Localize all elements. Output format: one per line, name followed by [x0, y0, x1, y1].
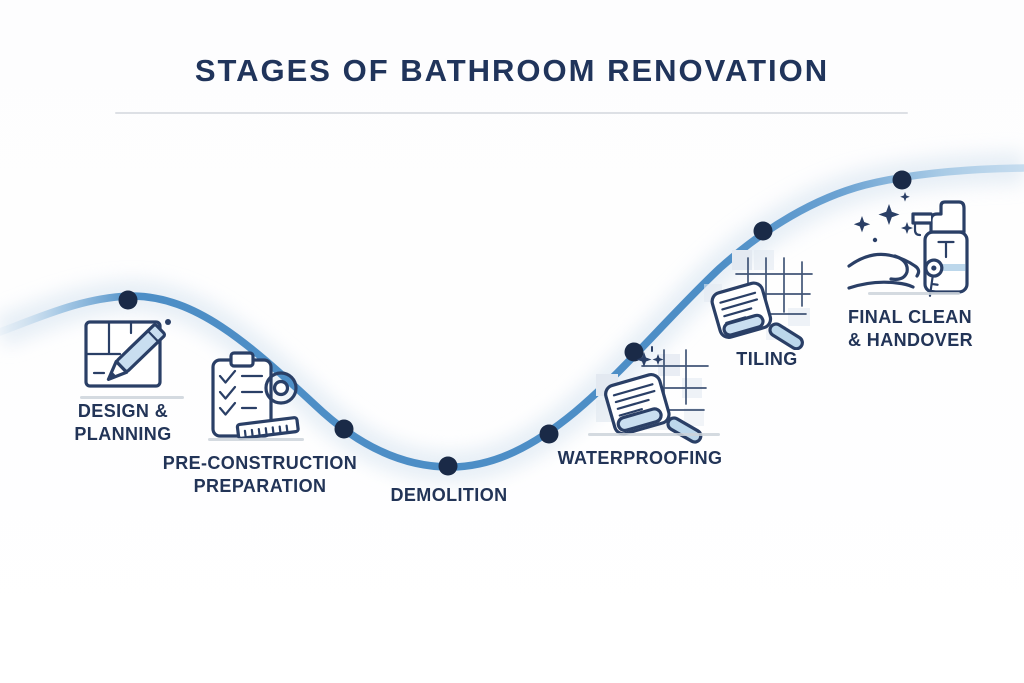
stage-label-line: & HANDOVER [848, 329, 974, 350]
final-clean-icon-underline [868, 292, 960, 295]
stage-label-final-clean: FINAL CLEAN & HANDOVER [848, 306, 1008, 351]
timeline-dot [892, 170, 912, 190]
stage-label-line: PREPARATION [193, 475, 327, 496]
tiling-trowel-icon [704, 250, 813, 350]
timeline-dots [118, 170, 912, 476]
design-icon-underline [80, 396, 184, 399]
timeline-dot [118, 290, 138, 310]
page-title: STAGES OF BATHROOM RENOVATION [194, 53, 830, 88]
hand [847, 252, 921, 290]
timeline-dot [539, 424, 559, 444]
waterproofing-trowel-icon [596, 346, 709, 444]
title-divider [115, 112, 908, 114]
timeline-curve-line [0, 164, 1024, 471]
stage-label-line: DESIGN & [77, 401, 169, 421]
stage-label-design-planning: DESIGN & PLANNING [48, 400, 198, 445]
timeline-dot [753, 221, 773, 241]
key [924, 258, 944, 297]
stage-label-pre-construction: PRE-CONSTRUCTION PREPARATION [160, 452, 360, 497]
sparkle-icon [636, 346, 664, 367]
timeline-dot [624, 342, 644, 362]
stage-label-line: DEMOLITION [390, 485, 508, 505]
blueprint-pencil-icon [84, 319, 171, 388]
sparkle-icon [853, 192, 913, 243]
spray-bottle [911, 200, 969, 294]
stage-label-line: PRE-CONSTRUCTION [162, 453, 358, 473]
timeline-dot [438, 456, 458, 476]
stage-label-line: WATERPROOFING [557, 448, 723, 468]
stage-label-line: PLANNING [74, 423, 172, 444]
stage-label-line: TILING [736, 349, 798, 369]
clipboard-checklist-icon [211, 351, 300, 440]
stage-label-tiling: TILING [712, 348, 822, 371]
stage-label-line: FINAL CLEAN [848, 307, 973, 327]
spray-bottle-hand-key-icon [847, 192, 969, 297]
timeline-dot [334, 419, 354, 439]
preparation-icon-underline [208, 438, 304, 441]
stage-label-demolition: DEMOLITION [384, 484, 514, 507]
waterproofing-icon-underline [588, 433, 720, 436]
stage-label-waterproofing: WATERPROOFING [552, 447, 728, 470]
